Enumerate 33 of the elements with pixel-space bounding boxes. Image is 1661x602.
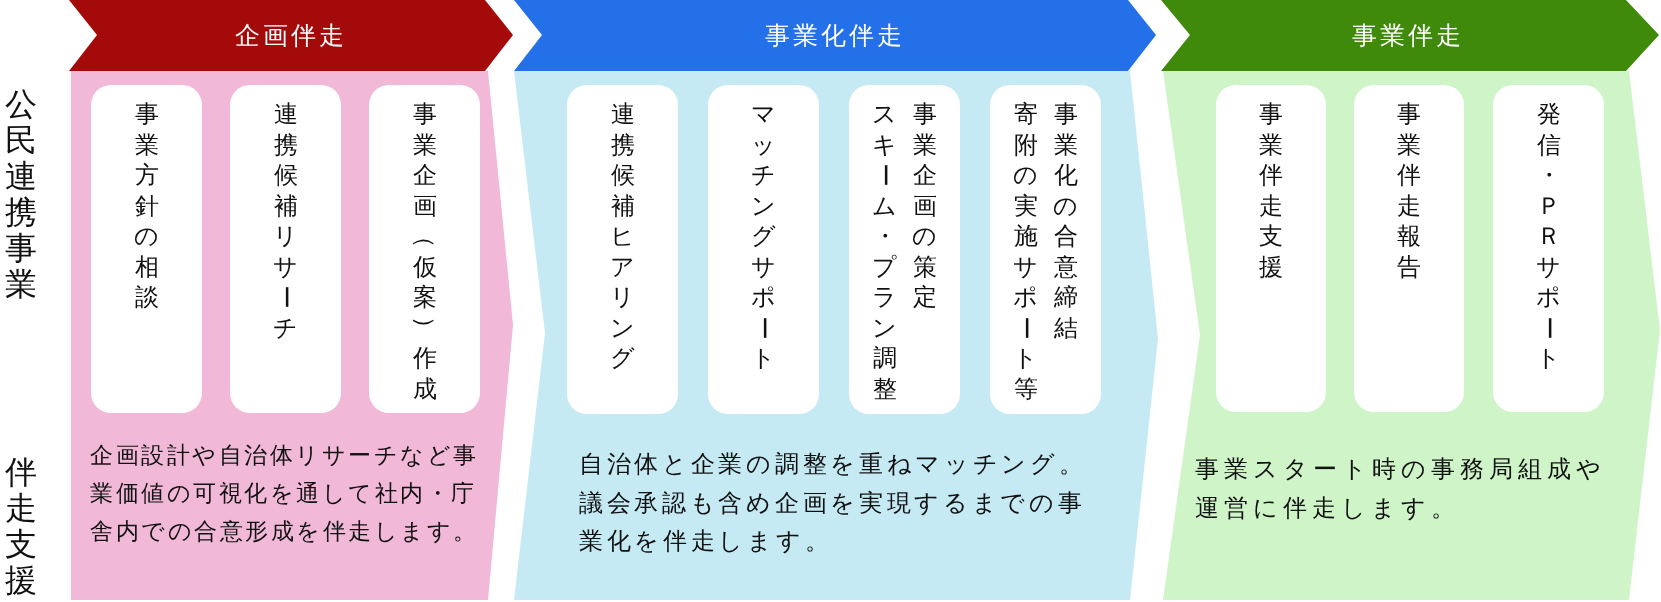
step-label: 事業企画（仮案）作成 (409, 99, 440, 404)
step-label: 事業方針の相談 (133, 99, 160, 313)
step-card (1216, 85, 1326, 412)
step-card (990, 85, 1101, 414)
step-label: 事業伴走支援 (1258, 99, 1284, 282)
stage-chevron-panel (69, 0, 513, 602)
step-label: 事業伴走報告 (1396, 99, 1422, 282)
step-label: 連携候補リサーチ (270, 99, 301, 343)
step-card (1354, 85, 1464, 412)
step-card (369, 85, 480, 413)
step-card (91, 85, 202, 413)
step-label: 連携候補ヒアリング (609, 99, 636, 374)
step-card (849, 85, 960, 414)
step-card (567, 85, 678, 414)
stage-chevron-panel (1161, 0, 1661, 602)
stage-title: 事業伴走 (1351, 20, 1465, 52)
stage-description: 企画設計や自治体リサーチなど事業価値の可視化を通して社内・庁舎内での合意形成を伴走します。 (90, 441, 480, 546)
step-card (708, 85, 819, 414)
stage-description: 自治体と企業の調整を重ねマッチング。議会承認も含め企画を実現するまでの事業化を伴走します。 (579, 449, 1088, 557)
stage-description: 事業スタート時の事務局組成や運営に伴走します。 (1195, 454, 1607, 524)
step-card (230, 85, 341, 413)
step-label: 事業企画の策定 (911, 99, 938, 313)
side-label: 公民連携事業 (4, 86, 38, 302)
stage-title: 事業化伴走 (764, 20, 906, 52)
step-card (1493, 85, 1604, 412)
stage-title: 企画伴走 (234, 20, 348, 52)
side-label: 伴走支援 (4, 454, 38, 598)
step-label: 事業化の合意締結 (1052, 99, 1079, 343)
step-label: マッチングサポート (748, 99, 779, 374)
stage-chevron-panel (514, 0, 1160, 602)
step-label: 発信・ＰＲサポート (1533, 99, 1564, 374)
step-label: 寄附の実施サポート等 (1010, 99, 1041, 404)
step-label: スキーム・プラン調整 (869, 99, 900, 404)
